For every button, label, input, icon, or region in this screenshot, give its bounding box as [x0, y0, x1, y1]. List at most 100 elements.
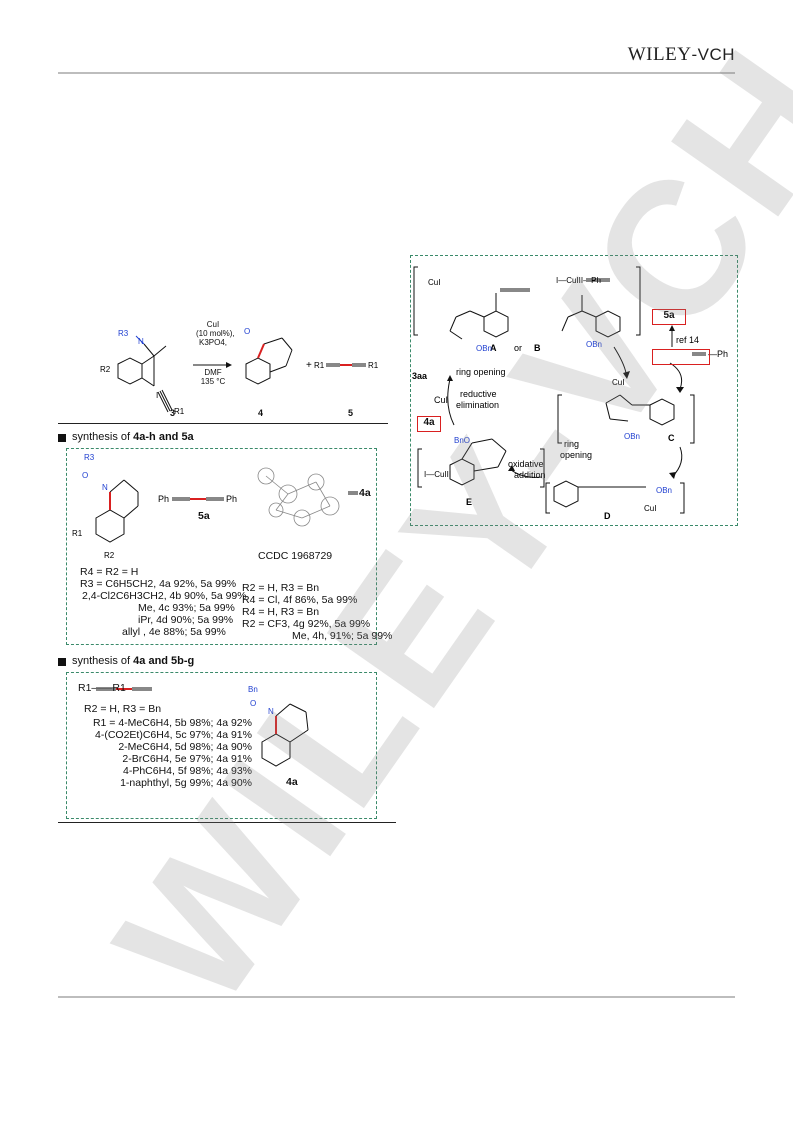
label-oxidative: oxidative: [508, 459, 544, 469]
product-5a-box: 5a: [652, 309, 686, 325]
reagent-3: K3PO4,: [198, 338, 227, 347]
panel1-right-list: R2 = H, R3 = Bn R4 = Cl, 4f 86%, 5a 99% …: [242, 566, 392, 642]
p1-ph-left: Ph: [158, 494, 169, 504]
p2-row: 2-BrC6H4, 5e 97%; 4a 91%: [122, 753, 252, 765]
panel1-title: synthesis of 4a-h and 5a: [72, 431, 194, 443]
p1-left-row: R4 = R2 = H: [80, 566, 139, 578]
ccdc-number: CCDC 1968729: [258, 550, 333, 562]
r3-label: R3: [118, 329, 129, 338]
panel2-condition: R2 = H, R3 = Bn: [84, 703, 162, 715]
label-obn-C: OBn: [624, 432, 640, 441]
p2-row: R1 = 4-MeC6H4, 5b 98%; 4a 92%: [92, 717, 252, 729]
brand-main: WILEY: [627, 44, 692, 65]
panel1-title-bold: 4a-h and 5a: [133, 431, 194, 443]
label-ref: ref 14: [676, 335, 699, 345]
r1-left: R1: [314, 361, 325, 370]
compound-5: 5: [348, 408, 354, 418]
label-reductive: reductive: [460, 389, 497, 399]
label-cu-B: I—CuIII—Ph: [556, 276, 601, 285]
r1-label-sub: R1: [174, 407, 185, 416]
label-cu-D: CuI: [644, 504, 656, 513]
i-label: I: [156, 391, 158, 400]
alkyne-box: [652, 349, 710, 365]
panel1-structures: R3 O N R1 R2 Ph Ph: [72, 453, 358, 560]
p2-n: N: [268, 707, 274, 716]
label-bno-E: BnO: [454, 436, 470, 445]
label-C: C: [668, 433, 675, 443]
p1-left-row: 2,4-Cl2C6H3CH2, 4b 90%, 5a 99%: [82, 590, 247, 602]
label-ph-alkyne: —Ph: [708, 349, 728, 359]
panel2-list: R1 = 4-MeC6H4, 5b 98%; 4a 92% 4-(CO2Et)C…: [84, 717, 252, 789]
p2-bn: Bn: [248, 685, 258, 694]
p1-r2: R2: [104, 551, 115, 560]
p1-right-row: R2 = H, R3 = Bn: [242, 581, 320, 594]
label-cu-C: CuI: [612, 378, 624, 387]
solvent: DMF: [204, 368, 222, 377]
label-ring-opening-1: ring opening: [456, 367, 506, 377]
reagent-1: CuI: [206, 320, 220, 329]
label-obn-A: OBn: [476, 344, 492, 353]
panel2-4a-label: 4a: [286, 776, 298, 788]
r1-right: R1: [368, 361, 379, 370]
compound-4: 4: [258, 408, 264, 418]
brand-suffix: -VCH: [691, 45, 735, 64]
bullet-square: [58, 434, 66, 442]
label-cu-E: I—CuIII: [424, 470, 451, 479]
p1-right-row: Me, 4h, 91%; 5a 99%: [292, 629, 393, 642]
p1-left-row: Me, 4c 93%; 5a 99%: [138, 602, 235, 614]
p2-o: O: [250, 699, 256, 708]
header-rule: [58, 72, 735, 74]
product-4a-box: 4a: [417, 416, 441, 432]
p1-o: O: [82, 471, 88, 480]
panel1-title-prefix: synthesis of: [72, 431, 131, 443]
footer-rule: [58, 996, 735, 998]
brand-logo: WILEY-VCH: [628, 44, 735, 66]
label-elimination: elimination: [456, 400, 499, 410]
scheme-rule: [58, 423, 388, 424]
p2-row: 4-(CO2Et)C6H4, 5c 97%; 4a 91%: [95, 729, 252, 741]
panel1-box: [66, 448, 377, 645]
mechanism-diagram: A or B C D E ring opening CuI reductive …: [412, 266, 728, 521]
label-ring: ring: [564, 439, 579, 449]
p1-left-row: iPr, 4d 90%; 5a 99%: [138, 614, 234, 626]
mechanism-box: [410, 255, 738, 526]
p2-row: 2-MeC6H4, 5d 98%; 4a 90%: [118, 741, 252, 753]
reaction-scheme: R3 N I R2 R1 O + R1 R1 CuI (10 mol%), K3…: [58, 320, 388, 420]
panel1-5a-label: 5a: [198, 510, 210, 522]
label-cui: CuI: [434, 395, 448, 405]
p1-left-row: R3 = C6H5CH2, 4a 92%, 5a 99%: [80, 578, 237, 590]
reagent-2: (10 mol%),: [196, 329, 235, 338]
p1-right-row: R4 = H, R3 = Bn: [242, 605, 320, 618]
label-E: E: [466, 497, 472, 507]
label-B: B: [534, 343, 541, 353]
label-obn-D: OBn: [656, 486, 672, 495]
bullet-square: [58, 658, 66, 666]
condition-list: DMF 135 °C: [196, 368, 230, 386]
reagent-list: CuI (10 mol%), K3PO4,: [196, 320, 235, 347]
label-A: A: [490, 343, 497, 353]
p2-row: 1-naphthyl, 5g 99%; 4a 90%: [120, 777, 252, 789]
temperature: 135 °C: [200, 377, 226, 386]
panel1-4a-label: 4a: [359, 487, 371, 499]
p1-left-row: allyl , 4e 88%; 5a 99%: [122, 626, 226, 638]
label-or: or: [514, 343, 522, 353]
label-addition: addition: [514, 470, 546, 480]
p1-right-row: R4 = Cl, 4f 86%, 5a 99%: [242, 593, 358, 606]
o-label: O: [244, 327, 250, 336]
p1-right-row: R2 = CF3, 4g 92%, 5a 99%: [242, 617, 371, 630]
p1-ph-right: Ph: [226, 494, 237, 504]
panel1-left-list: R4 = R2 = H R3 = C6H5CH2, 4a 92%, 5a 99%…: [80, 566, 247, 638]
panel2-structures: Bn O N: [96, 685, 309, 767]
panel2-diyne: R1——R1: [78, 682, 126, 694]
p1-n: N: [102, 483, 108, 492]
panel2-title: synthesis of 4a and 5b-g: [72, 655, 194, 667]
p2-row: 4-PhC6H4, 5f 98%; 4a 93%: [123, 765, 252, 777]
n-label: N: [138, 337, 144, 346]
panel2-title-bold: 4a and 5b-g: [133, 655, 195, 667]
label-cu-A: CuI: [428, 278, 440, 287]
p1-r3: R3: [84, 453, 95, 462]
panel2-box: [66, 672, 377, 819]
r2-label: R2: [100, 365, 111, 374]
scheme-structures: R3 N I R2 R1 O + R1 R1: [100, 327, 379, 416]
panel2-title-prefix: synthesis of: [72, 655, 131, 667]
